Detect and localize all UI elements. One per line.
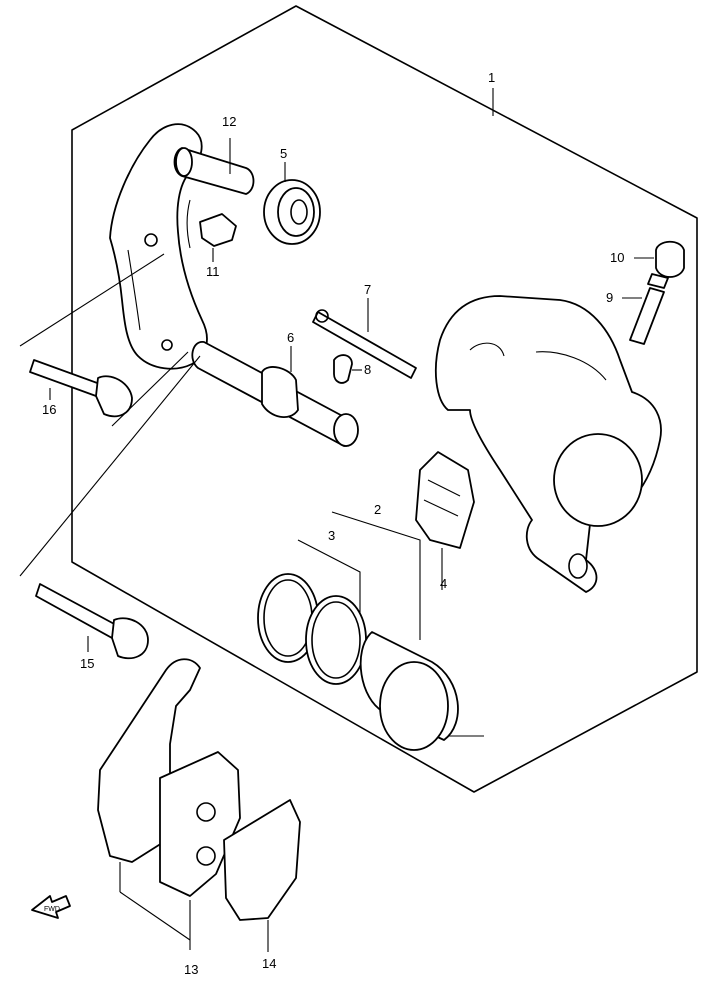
bolt-16 xyxy=(19,253,189,427)
caliper-body xyxy=(434,295,662,593)
callout-3: 3 xyxy=(328,528,335,543)
bleeder-cap-10 xyxy=(634,240,685,278)
clip-8 xyxy=(333,354,362,384)
callout-15: 15 xyxy=(80,656,94,671)
fwd-label: FWD xyxy=(44,906,60,913)
boot-5 xyxy=(263,162,321,245)
callout-11: 11 xyxy=(206,264,220,279)
slide-pin-12 xyxy=(173,138,255,195)
brake-pads-13-14 xyxy=(97,658,301,952)
piston-group-2 xyxy=(257,511,484,751)
callout-6: 6 xyxy=(287,330,294,345)
pad-pin-7 xyxy=(312,298,417,379)
callout-4: 4 xyxy=(440,576,447,591)
callout-1: 1 xyxy=(488,70,495,85)
forward-direction-icon: FWD xyxy=(31,895,71,919)
callout-16: 16 xyxy=(42,402,56,417)
callout-5: 5 xyxy=(280,146,287,161)
bolt-15 xyxy=(19,355,201,660)
callout-12: 12 xyxy=(222,114,236,129)
callout-10: 10 xyxy=(610,250,624,265)
pad-spring-4 xyxy=(415,451,475,590)
callout-2: 2 xyxy=(374,502,381,517)
callout-7: 7 xyxy=(364,282,371,297)
clip-11 xyxy=(199,213,237,262)
callout-13: 13 xyxy=(184,962,198,977)
slide-pin-6 xyxy=(191,341,359,447)
callout-14: 14 xyxy=(262,956,276,971)
assembly-outline xyxy=(71,5,698,793)
bleeder-valve-9 xyxy=(622,273,669,345)
caliper-bracket xyxy=(109,123,208,370)
callout-8: 8 xyxy=(364,362,371,377)
callout-9: 9 xyxy=(606,290,613,305)
